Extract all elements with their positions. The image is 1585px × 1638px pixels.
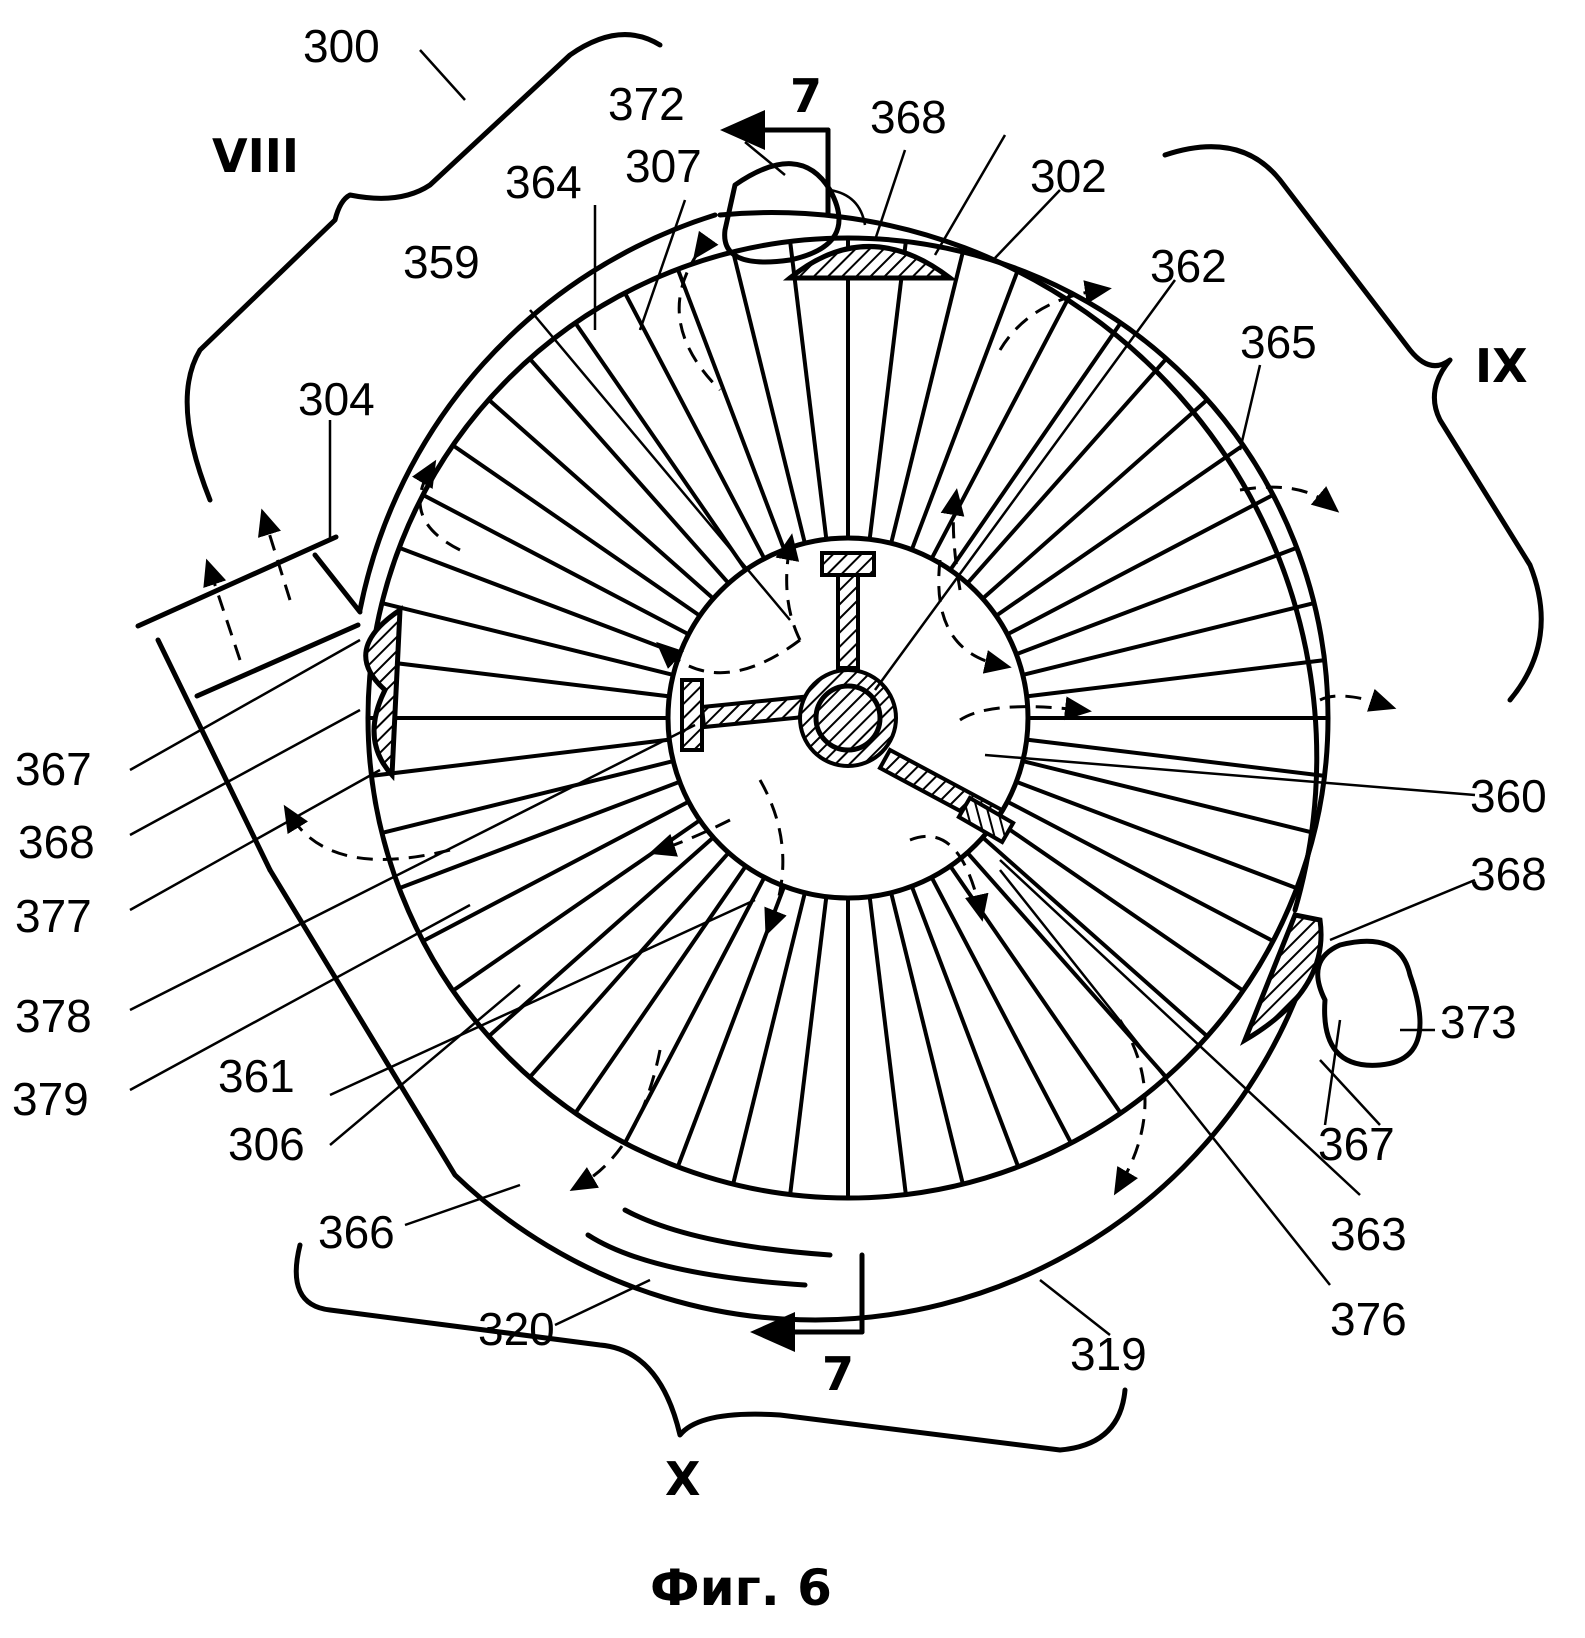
fan-blade	[383, 759, 672, 835]
fan-blade	[400, 546, 679, 656]
fan-blade	[982, 399, 1208, 599]
label-364: 364	[505, 156, 582, 208]
label-300: 300	[303, 20, 380, 72]
fan-blade	[910, 270, 1020, 549]
section-labels: 7 7 VIII IX X	[212, 69, 1528, 1506]
fan-blade	[1024, 759, 1313, 835]
fan-blade	[423, 494, 688, 636]
fan-blade	[383, 601, 672, 677]
label-368-left: 368	[18, 816, 95, 868]
fan-blade	[867, 898, 908, 1193]
roman-label-viii: VIII	[212, 129, 299, 183]
reference-labels: 300 372 368 364 307 302 359 362 365 304 …	[12, 20, 1547, 1380]
seal-elements	[363, 244, 1324, 1046]
fan-blade	[788, 898, 829, 1193]
label-367-left: 367	[15, 743, 92, 795]
fan-blade	[889, 894, 965, 1183]
label-372: 372	[608, 78, 685, 130]
fan-blade	[1008, 800, 1273, 942]
label-378: 378	[15, 990, 92, 1042]
lobes	[722, 161, 1423, 1068]
fan-blade	[967, 358, 1167, 584]
roman-label-x: X	[665, 1452, 700, 1506]
fan-blade	[574, 866, 747, 1113]
outlet-duct	[135, 534, 363, 873]
fan-blade	[373, 737, 668, 778]
fan-blade	[731, 253, 807, 542]
fan-blade	[930, 878, 1072, 1143]
fan-blade	[529, 852, 729, 1078]
outer-housing	[267, 210, 1320, 1323]
label-306: 306	[228, 1118, 305, 1170]
fan-blade	[373, 658, 668, 699]
label-367-right: 367	[1318, 1118, 1395, 1170]
fan-blade	[423, 800, 688, 942]
fan-blade	[1028, 658, 1323, 699]
leader-lines	[129, 49, 1476, 1336]
label-376: 376	[1330, 1293, 1407, 1345]
label-373: 373	[1440, 996, 1517, 1048]
label-307: 307	[625, 140, 702, 192]
fan-blade	[1008, 494, 1273, 636]
label-304: 304	[298, 373, 375, 425]
label-377: 377	[15, 890, 92, 942]
label-363: 363	[1330, 1208, 1407, 1260]
fan-blade	[624, 293, 766, 558]
fan-blade	[910, 887, 1020, 1166]
label-368-top: 368	[870, 91, 947, 143]
label-366: 366	[318, 1206, 395, 1258]
fan-blade	[996, 819, 1243, 992]
fan-blade	[1017, 546, 1296, 656]
label-361: 361	[218, 1050, 295, 1102]
fan-blades	[370, 240, 1326, 1196]
fan-blade	[529, 358, 729, 584]
braces	[184, 32, 1544, 1453]
label-319: 319	[1070, 1328, 1147, 1380]
figure-caption: Фиг. 6	[650, 1559, 832, 1617]
label-360: 360	[1470, 770, 1547, 822]
label-365: 365	[1240, 316, 1317, 368]
fan-blade	[731, 894, 807, 1183]
label-359: 359	[403, 236, 480, 288]
hub-assembly	[680, 551, 1016, 845]
label-368-right: 368	[1470, 848, 1547, 900]
fan-blade	[949, 323, 1122, 570]
fan-wheel	[365, 235, 1331, 1201]
fan-blade	[967, 852, 1167, 1078]
label-362: 362	[1150, 240, 1227, 292]
fan-blade	[676, 887, 786, 1166]
section-line	[720, 110, 865, 1352]
fan-blade	[1024, 601, 1313, 677]
label-320: 320	[478, 1303, 555, 1355]
fan-blade	[1028, 737, 1323, 778]
fan-blade	[624, 878, 766, 1143]
label-302: 302	[1030, 150, 1107, 202]
fan-blade	[1017, 780, 1296, 890]
fan-blade	[867, 243, 908, 538]
guide-vanes	[585, 1207, 833, 1288]
fan-blade	[676, 270, 786, 549]
roman-label-ix: IX	[1475, 339, 1528, 393]
fan-blade	[488, 399, 714, 599]
label-379: 379	[12, 1073, 89, 1125]
fan-blade	[453, 444, 700, 617]
fan-blade	[982, 837, 1208, 1037]
fan-blade	[788, 243, 829, 538]
section-mark-top: 7	[790, 69, 822, 123]
fan-blade	[574, 323, 747, 570]
fan-blade	[400, 780, 679, 890]
section-mark-bottom: 7	[822, 1347, 854, 1401]
fan-blade	[488, 837, 714, 1037]
fan-blade	[889, 253, 965, 542]
fan-blade	[996, 444, 1243, 617]
